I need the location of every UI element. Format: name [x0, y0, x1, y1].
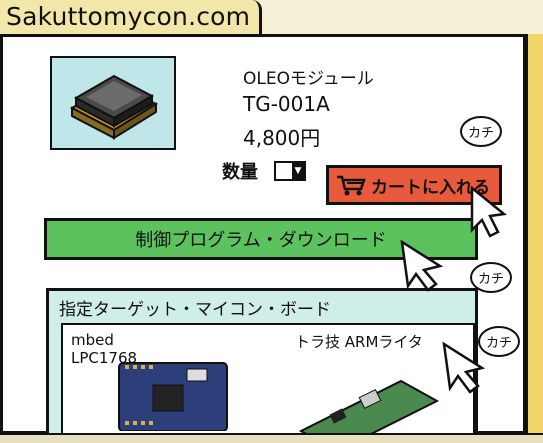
target-board-panel: 指定ターゲット・マイコン・ボード mbed LPC1768 トラ技 ARMライタ — [46, 288, 478, 443]
pointer-arrow-icon — [400, 240, 444, 292]
board-mbed-name: mbed — [71, 331, 114, 349]
page-bottom-edge — [0, 433, 543, 443]
product-model: TG-001A — [243, 92, 330, 116]
board-mbed-model: LPC1768 — [71, 349, 138, 367]
product-name: OLEOモジュール — [243, 69, 374, 89]
board-armlite-name: トラ技 ARMライタ — [295, 333, 423, 351]
product-price: 4,800円 — [243, 126, 321, 150]
site-title: Sakuttomycon.com — [6, 2, 251, 31]
armlite-board-image[interactable] — [291, 361, 441, 441]
pointer-arrow-icon — [470, 186, 508, 238]
click-annotation: カチ — [470, 262, 513, 293]
click-annotation: カチ — [478, 326, 521, 357]
target-board-heading: 指定ターゲット・マイコン・ボード — [59, 300, 331, 320]
quantity-select[interactable]: ▼ — [274, 161, 306, 181]
mbed-board-image[interactable] — [113, 351, 233, 431]
product-image — [50, 56, 176, 150]
download-program-label: 制御プログラム・ダウンロード — [135, 230, 387, 251]
site-header-tab: Sakuttomycon.com — [0, 0, 262, 38]
add-to-cart-label: カートに入れる — [371, 177, 490, 198]
oled-module-icon — [69, 74, 159, 140]
board-list: mbed LPC1768 トラ技 ARMライタ — [61, 323, 475, 443]
chevron-down-icon[interactable]: ▼ — [292, 163, 304, 179]
quantity-label: 数量 — [222, 162, 258, 183]
click-annotation: カチ — [460, 116, 503, 147]
pointer-arrow-icon — [442, 342, 486, 394]
scrollbar-strip[interactable] — [526, 34, 543, 434]
cart-icon — [337, 175, 366, 196]
